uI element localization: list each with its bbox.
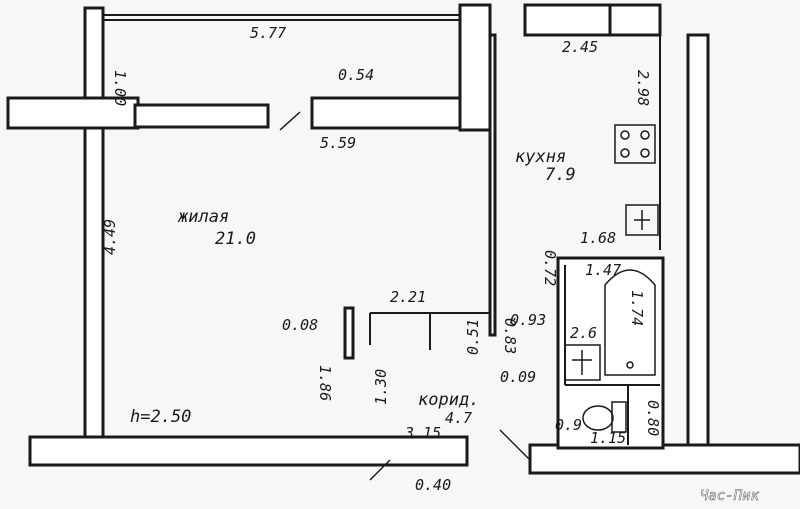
dim-kitchen-width: 2.45 (562, 38, 598, 56)
stove-icon (614, 124, 656, 164)
dim-closet-depth: 0.51 (464, 319, 482, 355)
dim-top-left: 1.00 (111, 70, 129, 106)
dim-bath-wall: 0.93 (510, 311, 546, 329)
room-living-name: жилая (177, 207, 229, 227)
room-corridor-area: 4.7 (445, 409, 472, 427)
dim-bath-door: 0.72 (541, 250, 559, 286)
watermark: Час-Пик (700, 488, 760, 504)
dim-bath-width: 1.47 (585, 261, 621, 279)
dim-wall-b: 0.83 (501, 318, 519, 354)
dimensions: 5.77 1.00 0.54 5.59 2.45 2.98 4.49 1.68 … (101, 24, 662, 494)
bathtub-icon (604, 269, 656, 376)
dim-corr-b: 1.30 (372, 369, 390, 405)
room-living-area: 21.0 (215, 229, 256, 249)
dim-bath-tub: 1.74 (628, 290, 646, 326)
dim-corr-a: 1.86 (316, 365, 334, 401)
dim-window-depth: 0.54 (338, 66, 374, 84)
washbasin-icon (564, 344, 601, 381)
dim-living-length: 4.49 (101, 219, 119, 255)
dim-living-width: 5.59 (320, 134, 356, 152)
room-corridor-name: корид. (418, 390, 479, 410)
room-kitchen-area: 7.9 (545, 165, 576, 185)
dim-entry: 0.40 (415, 476, 451, 494)
dim-wc-door: 0.9 (555, 416, 582, 434)
dim-wc-depth: 0.80 (644, 400, 662, 436)
dim-wall-a: 0.08 (282, 316, 318, 334)
toilet-icon (582, 401, 627, 433)
sink-icon (625, 204, 659, 236)
dim-closet-width: 2.21 (390, 288, 426, 306)
room-kitchen-name: кухня (515, 147, 566, 167)
dim-kitchen-inner: 1.68 (580, 229, 616, 247)
dim-top-width: 5.77 (250, 24, 286, 42)
dim-wc-wall: 0.09 (500, 368, 536, 386)
dim-wc-width: 1.15 (590, 429, 626, 447)
dim-kitchen-length: 2.98 (634, 70, 652, 106)
walls (6, 3, 800, 481)
room-bath-area: 2.6 (570, 324, 597, 342)
dim-corr-width: 3.15 (404, 424, 441, 442)
ceiling-height: h=2.50 (130, 407, 191, 427)
